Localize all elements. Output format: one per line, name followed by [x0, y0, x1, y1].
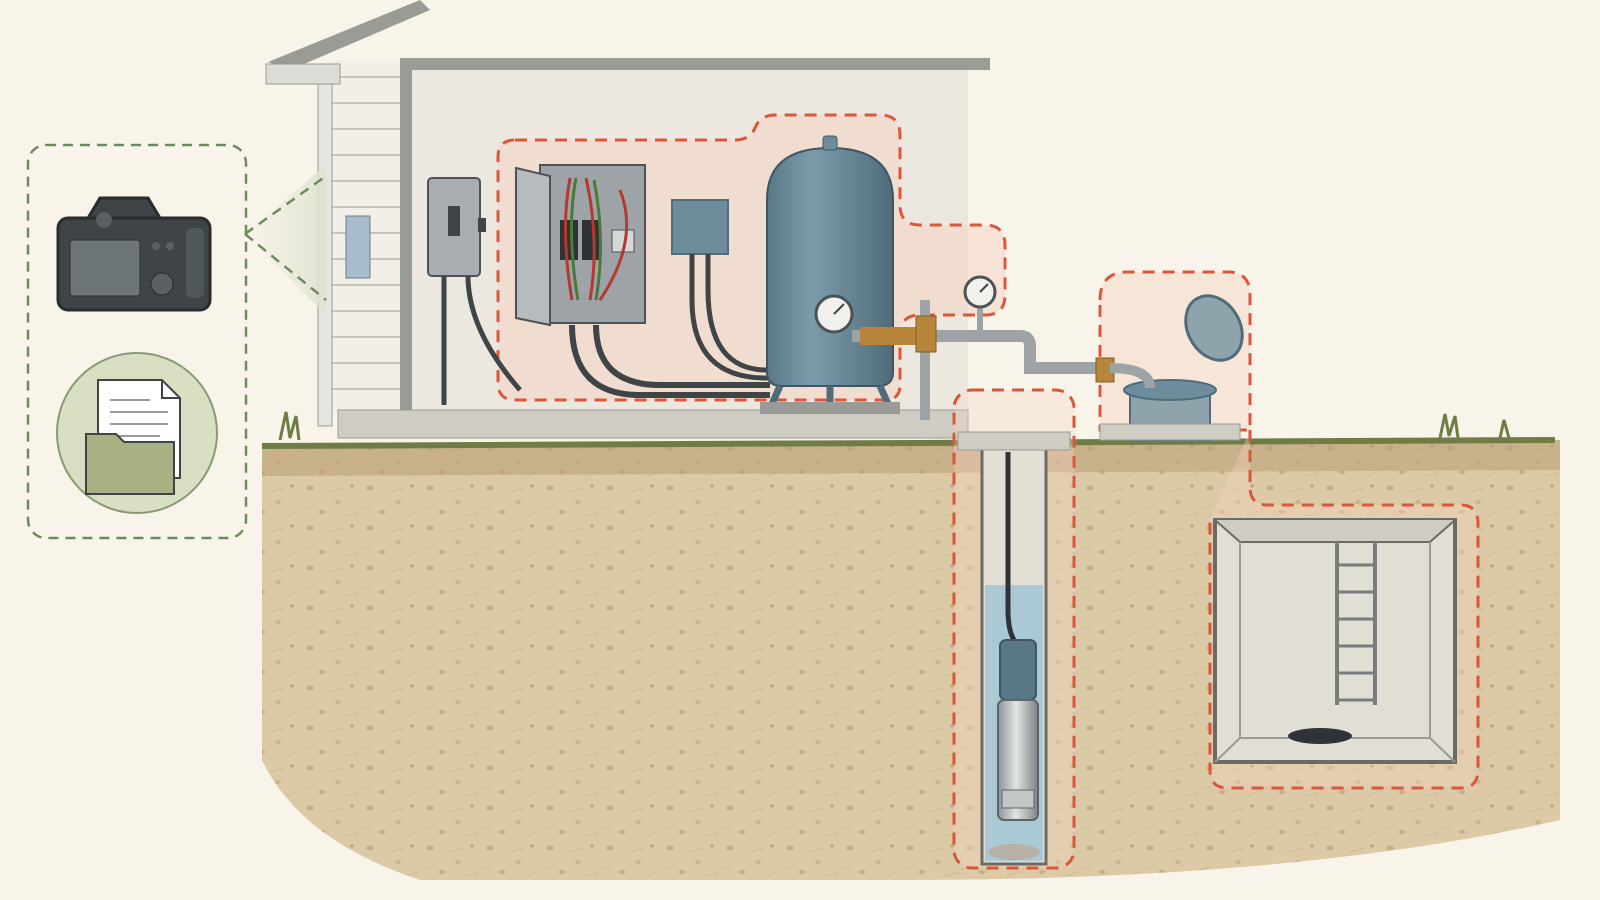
pressure-tank: [760, 135, 900, 414]
underground-vault: [1213, 518, 1457, 764]
well-casing: [957, 431, 1071, 866]
pressure-switch-box: [671, 199, 771, 381]
drop-pipe: [1005, 452, 1017, 642]
vault-drain: [1288, 728, 1352, 744]
callout-beam: [245, 165, 326, 315]
concrete-floor-slab: [337, 409, 969, 439]
control-panel: [515, 164, 770, 398]
exterior-electric-box: [345, 215, 371, 279]
well-gravel: [988, 844, 1040, 860]
tank-pressure-gauge: [814, 294, 854, 334]
vault-ladder: [1335, 542, 1377, 705]
folder-document-icon: [56, 352, 218, 514]
grass-line: [261, 411, 1556, 449]
camera-icon: [56, 196, 212, 312]
plumbing-manifold: [852, 275, 1115, 420]
submersible-pump: [997, 639, 1039, 821]
disconnect-switch: [427, 177, 522, 405]
callout-panel: [26, 143, 248, 540]
line-pressure-gauge: [963, 275, 997, 336]
callout-pointer-lines: [244, 174, 327, 301]
well-cap-lid: [1184, 294, 1244, 362]
wellhead: [1099, 294, 1244, 441]
